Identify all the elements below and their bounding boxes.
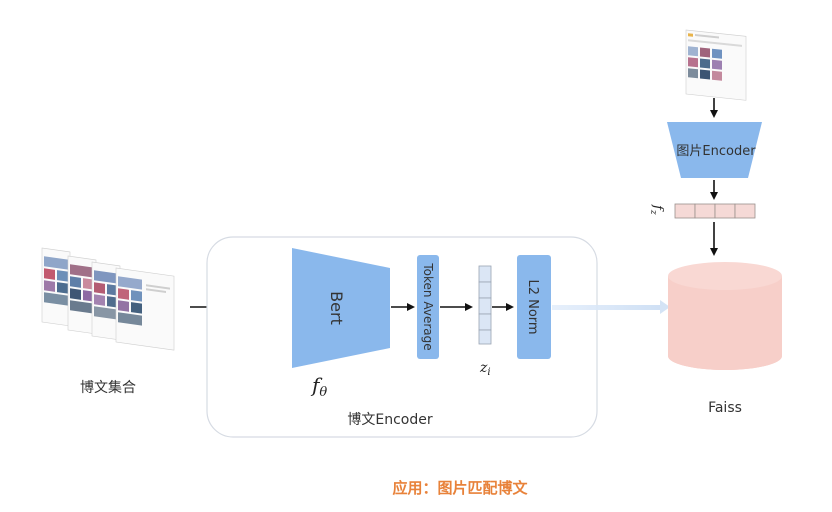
image-encoder-label: 图片Encoder <box>676 144 756 159</box>
bert-block <box>292 248 390 368</box>
connector-to-faiss <box>552 305 664 310</box>
weibo-set-label: 博文集合 <box>80 379 136 396</box>
weibo-posts-stack <box>41 247 175 351</box>
caption: 应用：图片匹配博文 <box>392 479 528 497</box>
token-average-block <box>417 255 439 359</box>
image-encoder-block <box>667 122 762 178</box>
faiss-label: Faiss <box>708 400 742 416</box>
token-average-label: Token Average <box>421 262 435 350</box>
f-z-label: fz <box>648 204 665 215</box>
bert-label: Bert <box>327 291 346 325</box>
weibo-encoder-label: 博文Encoder <box>347 411 432 428</box>
faiss-database <box>668 262 782 370</box>
l2-norm-label: L2 Norm <box>525 279 540 334</box>
image-post-thumbnail <box>685 29 747 101</box>
z-i-vector <box>478 265 492 345</box>
l2-norm-block <box>517 255 551 359</box>
z-i-label: zi <box>479 360 491 378</box>
connector-arrowhead <box>660 300 670 314</box>
f-z-vector <box>674 203 756 219</box>
